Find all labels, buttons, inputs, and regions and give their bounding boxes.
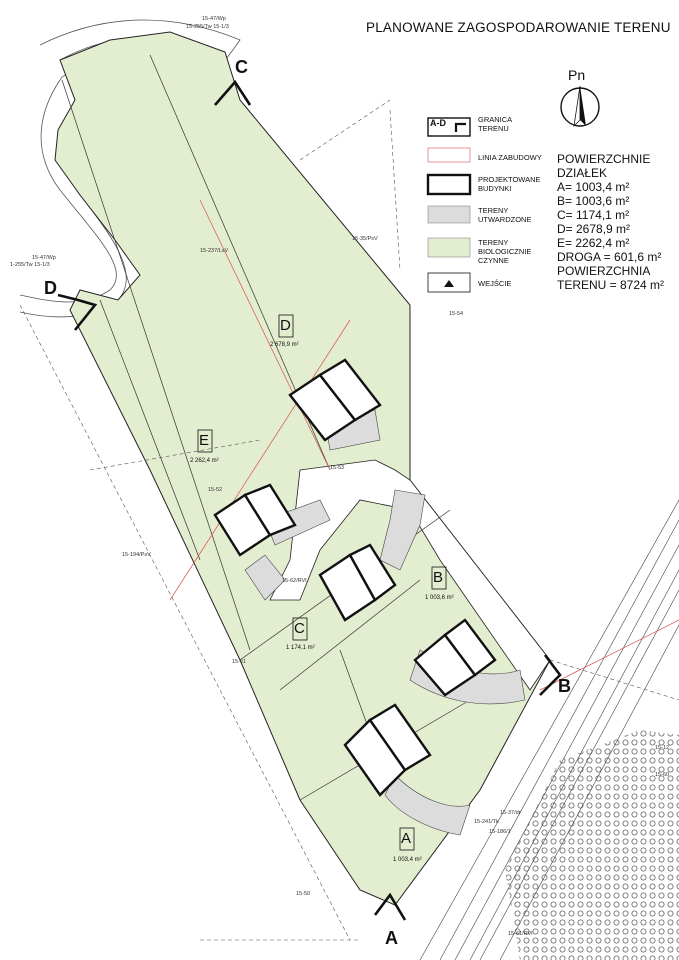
plot-label-boxes xyxy=(197,314,447,851)
building-d xyxy=(288,358,382,442)
dashed-boundaries xyxy=(19,99,679,941)
building-lines xyxy=(169,199,679,691)
legend-green-text: TERENY BIOLOGICZNIE CZYNNE xyxy=(478,238,532,265)
legend-building-line-text: LINIA ZABUDOWY xyxy=(478,153,542,162)
legend-boundary-text: GRANICA TERENU xyxy=(478,115,513,133)
parcel-50: 15-50 xyxy=(296,891,311,897)
areas-heading-1: POWIERZCHNIE xyxy=(557,152,651,166)
plot-e-letter: E xyxy=(199,432,210,449)
building-c xyxy=(318,543,397,622)
north-arrow-icon xyxy=(560,85,600,128)
plot-a-area: 1 003,4 m² xyxy=(393,857,422,863)
legend-symbols xyxy=(426,117,472,293)
building-b xyxy=(413,618,497,697)
parcel-35: 15-35/PsV xyxy=(352,236,378,242)
plot-c-letter: C xyxy=(294,620,305,637)
area-total-2: TERENU = 8724 m² xyxy=(557,278,665,292)
compass-label: Pn xyxy=(568,67,586,83)
parcel-51: 15-51 xyxy=(232,659,247,665)
parcel-12: 15-12 xyxy=(655,745,670,751)
parcel-top-1: 15-47/Wp xyxy=(202,16,226,22)
plot-b-letter: B xyxy=(433,569,444,586)
parcel-62: 15-62/RVI xyxy=(282,578,307,584)
ditch-outline xyxy=(19,19,241,303)
parcel-top-2: 15-255/Tw 15-1/3 xyxy=(186,24,229,30)
section-a-label: A xyxy=(385,928,398,948)
areas-summary: POWIERZCHNIE DZIAŁEK A= 1003,4 m² B= 100… xyxy=(557,152,677,292)
section-markers xyxy=(57,79,562,921)
area-b: B= 1003,6 m² xyxy=(557,194,630,208)
parcel-61: 15-61/RVI xyxy=(508,931,533,937)
plot-b-area: 1 003,6 m² xyxy=(425,595,454,601)
projected-buildings xyxy=(213,358,497,797)
parcel-left-1: 15-47/Wp xyxy=(32,255,56,261)
plot-d-letter: D xyxy=(280,317,291,334)
parcel-left-2: 1-255/Tw 15-1/3 xyxy=(10,262,50,268)
area-total-1: POWIERZCHNIA xyxy=(557,264,651,278)
parcel-52: 15-52 xyxy=(208,487,223,493)
section-c-label: C xyxy=(235,57,248,77)
section-d-label: D xyxy=(44,278,57,298)
parcel-54: 15-54 xyxy=(449,311,464,317)
legend-buildings-text: PROJEKTOWANE BUDYNKI xyxy=(478,175,541,193)
page-title: PLANOWANE ZAGOSPODAROWANIE TERENU xyxy=(366,20,671,35)
area-a: A= 1003,4 m² xyxy=(557,180,630,194)
plot-e-area: 2 262,4 m² xyxy=(190,458,219,464)
parcel-194: 15-194/PsV xyxy=(122,552,151,558)
internal-road xyxy=(269,459,551,691)
area-c: C= 1174,1 m² xyxy=(557,208,630,222)
plot-c-area: 1 174,1 m² xyxy=(286,645,315,651)
area-e: E= 2262,4 m² xyxy=(557,236,630,250)
plot-a-letter: A xyxy=(401,830,412,847)
area-d: D= 2678,9 m² xyxy=(557,222,631,236)
road-lines xyxy=(419,499,679,960)
legend-paved-text: TERENY UTWARDZONE xyxy=(478,206,532,224)
area-road: DROGA = 601,6 m² xyxy=(557,250,662,264)
parcel-237: 15-237/LsV xyxy=(200,248,229,254)
parcel-53: 15-53 xyxy=(330,465,345,471)
legend-boundary-symbol: A-D xyxy=(430,118,446,128)
parcel-37: 15-37/dr xyxy=(500,810,521,816)
building-a xyxy=(343,703,432,797)
plot-d-area: 2 678,9 m² xyxy=(270,342,299,348)
building-e xyxy=(213,483,297,557)
parcel-241: 15-241/Tk xyxy=(474,819,499,825)
section-b-label: B xyxy=(558,676,571,696)
parcel-186: 15-186/1 xyxy=(489,829,511,835)
site-green-area xyxy=(54,31,551,906)
legend-entrance-text: WEJŚCIE xyxy=(478,279,512,288)
areas-heading-2: DZIAŁEK xyxy=(557,166,608,180)
dotted-surface xyxy=(505,730,679,960)
parcel-60: 15-60 xyxy=(655,772,670,778)
